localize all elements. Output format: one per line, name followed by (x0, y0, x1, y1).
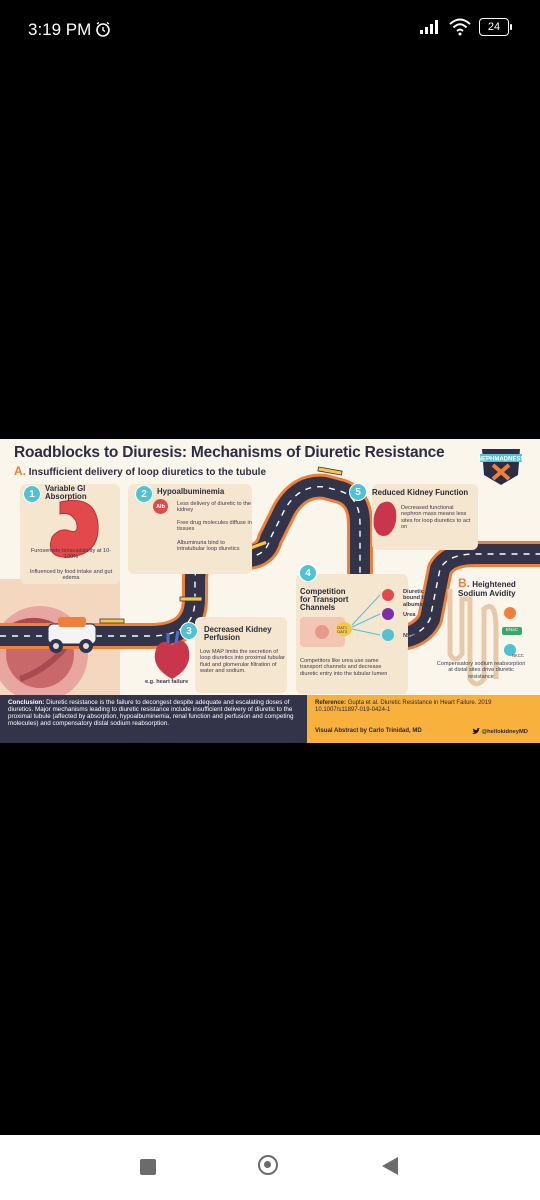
back-button[interactable] (360, 1135, 420, 1200)
wifi-icon (449, 18, 471, 36)
twitter-icon (471, 728, 480, 735)
section-b-letter: B. (458, 576, 470, 590)
step-3-number: 3 (180, 622, 198, 640)
status-time: 3:19 PM (28, 20, 92, 39)
albumin-icon: Alb (153, 499, 168, 514)
section-b-note: Compensatory sodium reabsorption at dist… (436, 661, 526, 680)
competitor-albumin-bound: Diuretic bound to albumin (403, 589, 427, 608)
reference: Reference: Gupta et al. Diuretic Resista… (315, 700, 530, 714)
competitor-urea: Urea (403, 612, 416, 618)
battery-level: 24 (479, 18, 509, 36)
signal-icon (420, 20, 438, 34)
nephmadness-logo: NEPHMADNESS (478, 449, 524, 485)
step-5-number: 5 (349, 483, 367, 501)
infographic-title: Roadblocks to Diuresis: Mechanisms of Di… (14, 444, 445, 461)
status-bar: 3:19 PM 24 (0, 0, 540, 60)
step-5-note-1: Decreased functional nephron mass means … (401, 505, 471, 530)
conclusion-label: Conclusion: (8, 699, 45, 706)
battery-icon: 24 (479, 18, 512, 36)
step-1-note-2: Influenced by food intake and gut edema (29, 569, 113, 582)
step-1-title: Variable GI Absorption (45, 484, 87, 502)
step-3-title: Decreased Kidney Perfusion (204, 625, 272, 643)
step-3-note-2: e.g. heart failure (145, 679, 189, 685)
section-a-title: Insufficient delivery of loop diuretics … (28, 467, 267, 478)
infographic-image: Roadblocks to Diuresis: Mechanisms of Di… (0, 439, 540, 743)
reference-label: Reference: (315, 700, 347, 706)
recents-button[interactable] (118, 1135, 178, 1200)
enac-label: ENaC (506, 627, 519, 632)
conclusion: Conclusion: Diuretic resistance is the f… (8, 699, 305, 727)
section-a-letter: A. (14, 464, 26, 478)
step-4-number: 4 (299, 564, 317, 582)
reference-text: Gupta et al. Diuretic Resistance in Hear… (315, 700, 492, 713)
competitor-nsaids: NSAIDs (403, 633, 424, 639)
conclusion-text: Diuretic resistance is the failure to de… (8, 699, 294, 728)
step-4-title: Competition for Transport Channels (300, 587, 349, 613)
section-b-title: Heightened Sodium Avidity (458, 580, 516, 598)
step-2-note-3: Albuminuria bind to intratubular loop di… (177, 540, 240, 553)
reference-panel: Reference: Gupta et al. Diuretic Resista… (307, 695, 540, 743)
back-icon (382, 1157, 398, 1175)
oat-transporter-label: OAT1 OAT3 (337, 625, 348, 635)
section-a-heading: A. Insufficient delivery of loop diureti… (14, 464, 266, 478)
svg-text:NEPHMADNESS: NEPHMADNESS (478, 457, 524, 463)
step-2-note-1: Less delivery of diuretic to the kidney (177, 501, 251, 514)
step-4-note-1: Competitors like urea use same transport… (300, 658, 388, 677)
author-credit: Visual Abstract by Carlo Trinidad, MD (315, 728, 422, 734)
step-1-note-1: Furosemide bioavailability at 10-100% (30, 548, 112, 561)
section-b-heading: B. Heightened Sodium Avidity (458, 577, 540, 598)
twitter-handle-text: @hellokidneyMD (481, 729, 528, 736)
infographic-footer: Conclusion: Diuretic resistance is the f… (0, 695, 540, 743)
nkcc-label: NKCC (512, 653, 524, 658)
navigation-bar (0, 1135, 540, 1200)
step-2-title: Hypoalbuminemia (157, 487, 225, 496)
home-button[interactable] (238, 1135, 298, 1200)
recents-icon (140, 1159, 156, 1175)
step-2-number: 2 (135, 485, 153, 503)
step-3-note-1: Low MAP limits the secretion of loop diu… (200, 649, 285, 674)
alarm-icon (96, 21, 110, 37)
twitter-handle: @hellokidneyMD (471, 728, 528, 736)
step-5-title: Reduced Kidney Function (372, 488, 469, 497)
step-1-number: 1 (23, 485, 41, 503)
step-2-note-2: Free drug molecules diffuse in tissues (177, 520, 252, 533)
home-icon (258, 1155, 278, 1175)
conclusion-panel: Conclusion: Diuretic resistance is the f… (0, 695, 307, 743)
